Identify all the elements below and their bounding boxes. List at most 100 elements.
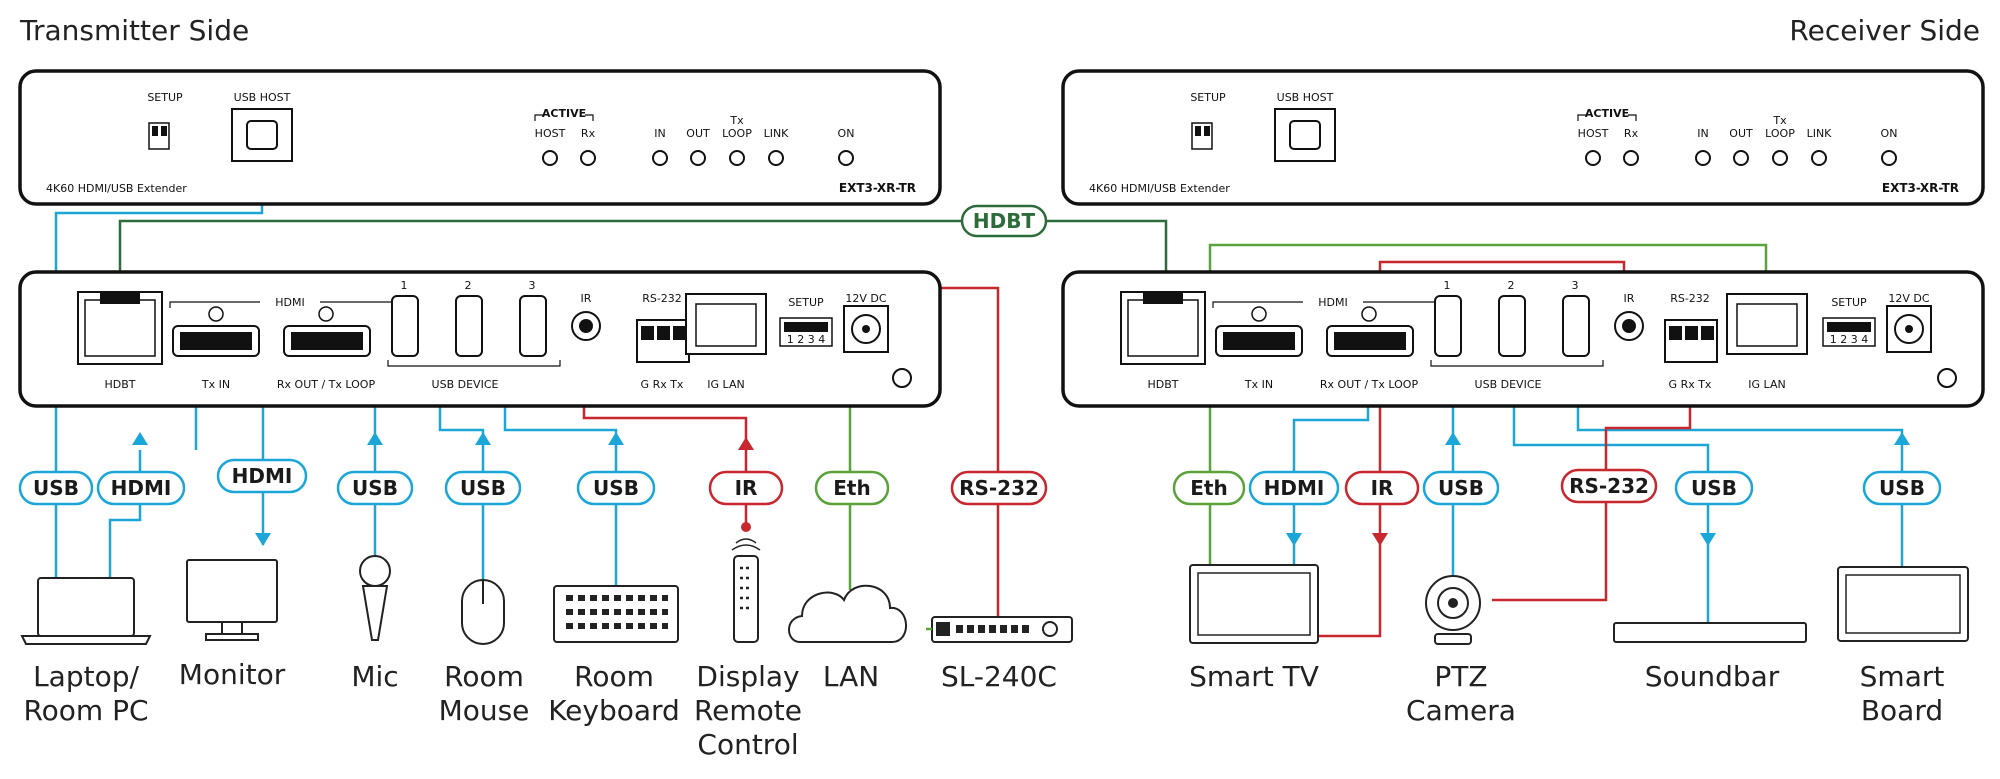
smart-tv-label: Smart TV (1189, 660, 1319, 693)
connection-label: USB (1438, 476, 1484, 500)
dip-numbers-label: 1 2 3 4 (1830, 333, 1868, 346)
in-led (652, 150, 668, 166)
out-led-label: OUT (1729, 127, 1753, 140)
rs232-port-label: RS-232 (642, 292, 682, 305)
monitor-label: Monitor (179, 658, 286, 691)
rx-led-label: Rx (581, 127, 596, 140)
rs232-pins-label: G Rx Tx (1669, 378, 1712, 391)
rs232-pins-label: G Rx Tx (641, 378, 684, 391)
connection-pill: HDMI (216, 458, 308, 494)
connection-pill: USB (1422, 470, 1500, 506)
out-led-label: OUT (686, 127, 710, 140)
connection-pill: RS-232 (1560, 468, 1658, 504)
connection-pill: IR (708, 470, 784, 506)
rx-front-panel: SETUP USB HOST ACTIVE HOST Rx IN OUT Tx … (1061, 69, 1985, 206)
connection-pill: USB (1674, 470, 1754, 506)
lan-label: LAN (823, 660, 879, 693)
on-led-label: ON (838, 127, 855, 140)
setup-label: SETUP (1190, 91, 1226, 104)
in-led-label: IN (1697, 127, 1708, 140)
usb-port-2-label: 2 (465, 279, 472, 292)
connection-pill: USB (444, 470, 522, 506)
loop-led-label: LOOP (722, 127, 752, 140)
connection-label: RS-232 (1569, 474, 1649, 498)
usb-port-2-label: 2 (1508, 279, 1515, 292)
on-led-label: ON (1881, 127, 1898, 140)
rx-rear-panel: HDBT HDMI Tx IN Rx OUT / Tx LOOP 1 2 3 U… (1061, 270, 1985, 408)
hdbt-port-label: HDBT (104, 378, 135, 391)
link-led-label: LINK (1807, 127, 1833, 140)
soundbar-label: Soundbar (1645, 660, 1780, 693)
keyboard-icon (553, 585, 679, 643)
power-label: 12V DC (1888, 292, 1929, 305)
connection-label: HDMI (232, 464, 293, 488)
usb-device-label: USB DEVICE (1475, 378, 1542, 391)
setup-label: SETUP (147, 91, 183, 104)
monitor-icon (186, 559, 278, 641)
hdbt-link-pill: HDBT (960, 204, 1048, 238)
product-label: 4K60 HDMI/USB Extender (46, 182, 187, 195)
ground-icon (892, 368, 912, 388)
arrow-down-icon (1286, 533, 1302, 546)
connection-label: USB (352, 476, 398, 500)
in-led-label: IN (654, 127, 665, 140)
loop-led-label: LOOP (1765, 127, 1795, 140)
hdbt-link-wire (118, 219, 1168, 296)
active-label: ACTIVE (542, 107, 586, 120)
rs232-port-label: RS-232 (1670, 292, 1710, 305)
out-led (1733, 150, 1749, 166)
active-label: ACTIVE (1585, 107, 1629, 120)
connection-pill: Eth (814, 470, 890, 506)
tx-rear-panel: HDBT HDMI Tx IN Rx OUT / Tx LOOP 1 2 3 U… (18, 270, 942, 408)
usb-port-3-label: 3 (1572, 279, 1579, 292)
connection-label: HDMI (1264, 476, 1325, 500)
usb-port-3-icon (519, 295, 547, 357)
rx-out-label: Rx OUT / Tx LOOP (277, 378, 376, 391)
link-led (1811, 150, 1827, 166)
arrow-down-icon (255, 533, 271, 546)
arrow-up-icon (367, 432, 383, 445)
product-label: 4K60 HDMI/USB Extender (1089, 182, 1230, 195)
mic-icon (359, 555, 391, 641)
connection-label: USB (1691, 476, 1737, 500)
usb-port-3-label: 3 (529, 279, 536, 292)
connection-pill: IR (1344, 470, 1420, 506)
link-led-label: LINK (764, 127, 790, 140)
ir-port-label: IR (581, 292, 592, 305)
connection-pill: USB (1862, 470, 1942, 506)
tx-hdmi-in-wire-2 (108, 450, 142, 583)
connection-pill: USB (18, 470, 94, 506)
receiver-heading: Receiver Side (1789, 14, 1980, 47)
usb-port-2-icon (455, 295, 483, 357)
connection-label: USB (1879, 476, 1925, 500)
connection-pill: HDMI (96, 470, 186, 506)
connection-pill: Eth (1172, 470, 1246, 506)
usb-port-1-label: 1 (1444, 279, 1451, 292)
laptop-label: Laptop/Room PC (23, 660, 148, 727)
host-led-label: HOST (535, 127, 566, 140)
sl-240c-label: SL-240C (941, 660, 1057, 693)
arrow-up-icon (738, 437, 754, 450)
usb-port-1-icon (1434, 295, 1462, 357)
transmitter-heading: Transmitter Side (19, 14, 249, 47)
hdbt-port-label: HDBT (1147, 378, 1178, 391)
model-label: EXT3-XR-TR (839, 181, 916, 195)
connection-label: HDMI (111, 476, 172, 500)
dip-numbers-label: 1 2 3 4 (787, 333, 825, 346)
arrow-up-icon (1445, 432, 1461, 445)
host-led-label: HOST (1578, 127, 1609, 140)
arrow-up-icon (1894, 432, 1910, 445)
connection-pill: USB (576, 470, 656, 506)
ig-lan-label: IG LAN (707, 378, 744, 391)
rx-connection-pills: Eth HDMI IR USB RS-232 USB USB (1172, 468, 1942, 506)
in-led (1695, 150, 1711, 166)
connection-label: USB (460, 476, 506, 500)
power-label: 12V DC (845, 292, 886, 305)
mic-label: Mic (351, 660, 398, 693)
host-led (542, 150, 558, 166)
out-led (690, 150, 706, 166)
